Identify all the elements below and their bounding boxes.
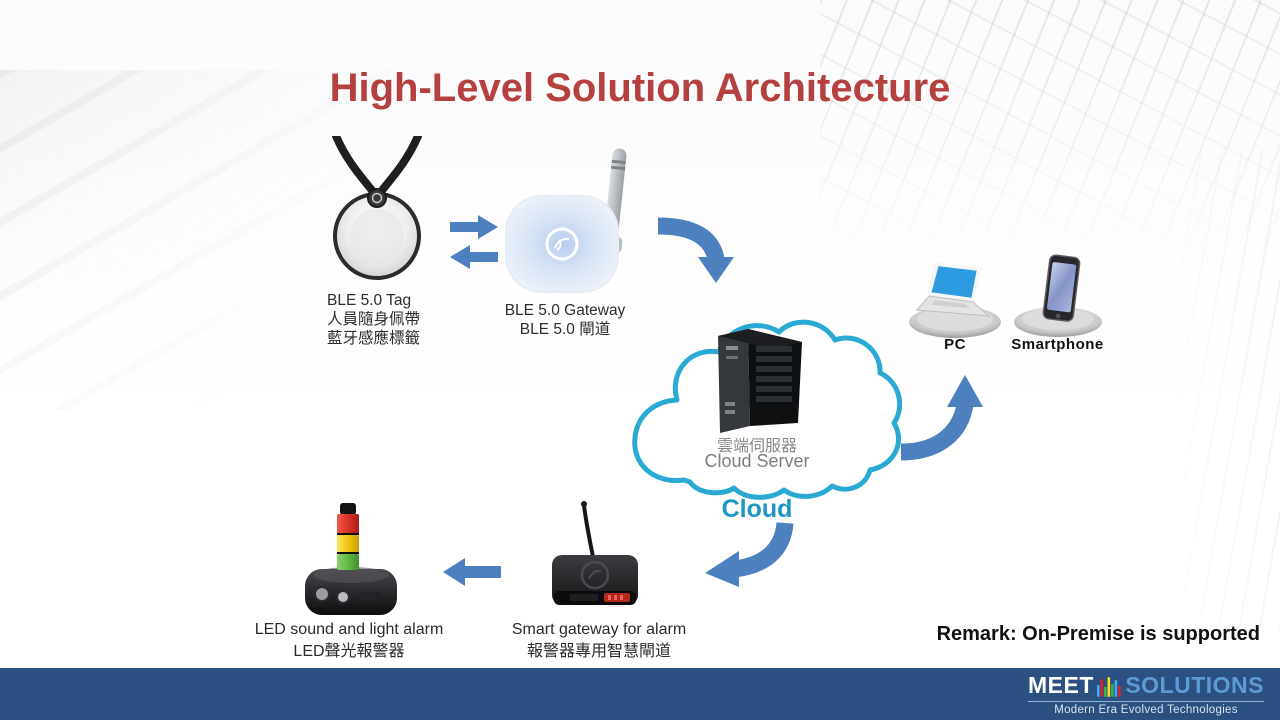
led-alarm-label-en: LED sound and light alarm xyxy=(254,621,444,638)
arrow-cloud-to-clients xyxy=(900,375,983,461)
alarm-gateway-label-en: Smart gateway for alarm xyxy=(511,621,687,638)
ble-tag-label: BLE 5.0 Tag 人員隨身佩帶 藍牙感應標籤 xyxy=(327,291,420,348)
pc-label: PC xyxy=(944,336,966,353)
led-alarm-label: LED sound and light alarm LED聲光報警器 xyxy=(238,617,460,664)
background-texture-right-column xyxy=(1160,150,1280,630)
cloud-server-label-en: Cloud Server xyxy=(704,451,810,471)
ble-tag-image xyxy=(332,136,422,280)
brand-logo: MEET SOLUTIONS Modern Era Evolved Techno… xyxy=(1028,672,1264,716)
brand-logo-solutions: SOLUTIONS xyxy=(1125,672,1264,698)
ble-gateway-label-zh: BLE 5.0 閘道 xyxy=(519,321,611,338)
alarm-gateway-label: Smart gateway for alarm 報警器專用智慧閘道 xyxy=(494,617,704,664)
ble-tag-label-zh2: 藍牙感應標籤 xyxy=(327,330,421,347)
led-alarm-label-zh: LED聲光報警器 xyxy=(293,643,405,660)
ble-tag-label-zh1: 人員隨身佩帶 xyxy=(327,311,421,328)
ble-tag-label-en: BLE 5.0 Tag xyxy=(327,292,412,309)
alarm-gateway-image xyxy=(552,501,638,605)
equalizer-bars-icon xyxy=(1096,677,1121,697)
led-alarm-image xyxy=(305,503,397,615)
brand-logo-meet: MEET xyxy=(1028,672,1094,698)
alarm-gateway-label-zh: 報警器專用智慧閘道 xyxy=(526,643,671,660)
cloud-group: 雲端伺服器 Cloud Server xyxy=(622,302,903,517)
smartphone-label: Smartphone xyxy=(1011,336,1104,353)
ble-gateway-image xyxy=(505,148,627,293)
background-texture-right xyxy=(820,0,1280,300)
arrow-gateway-to-cloud xyxy=(657,217,734,283)
cloud-server-label-zh: 雲端伺服器 xyxy=(716,438,797,455)
arrow-cloud-to-alarm-gateway xyxy=(705,521,794,587)
arrow-gateway-to-led-alarm xyxy=(443,558,501,586)
ble-gateway-label: BLE 5.0 Gateway BLE 5.0 閘道 xyxy=(490,301,640,339)
smartphone-icon xyxy=(1014,254,1102,337)
bidirectional-arrow-icon xyxy=(450,215,498,269)
cloud-image xyxy=(632,319,903,500)
page-title: High-Level Solution Architecture xyxy=(329,66,951,110)
cloud-server-image xyxy=(718,329,802,433)
brand-tagline: Modern Era Evolved Technologies xyxy=(1054,704,1238,716)
footer-bar xyxy=(0,668,1280,720)
remark-text: Remark: On-Premise is supported xyxy=(936,623,1260,645)
ble-gateway-label-en: BLE 5.0 Gateway xyxy=(504,302,626,319)
cloud-caption: Cloud xyxy=(721,495,793,523)
pc-icon xyxy=(909,261,1001,338)
